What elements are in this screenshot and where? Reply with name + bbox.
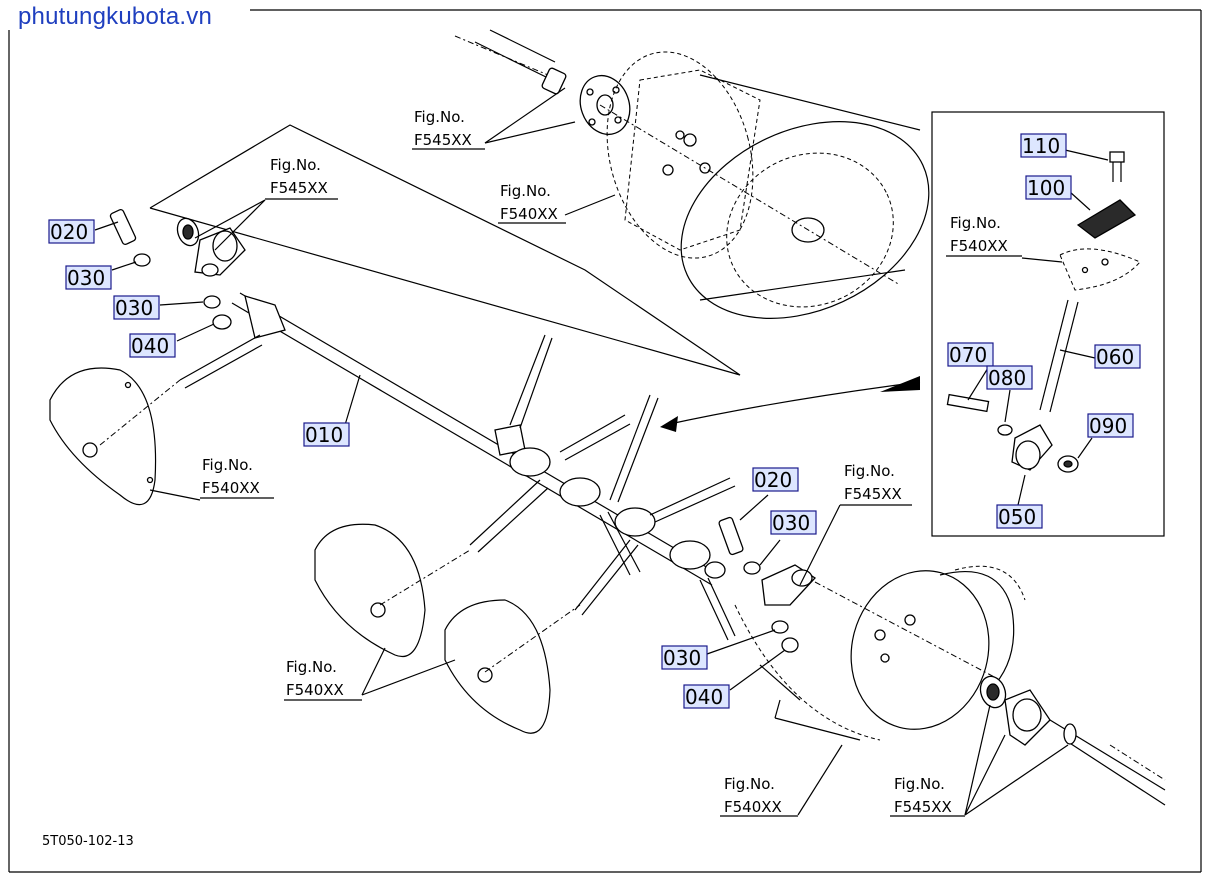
part-030-right-b[interactable]: 030: [663, 646, 701, 670]
main-shaft: [179, 292, 736, 641]
site-watermark: phutungkubota.vn: [18, 3, 213, 30]
fig-label-bottom-f540: Fig.No.: [724, 775, 775, 793]
right-bracket-assembly: [718, 516, 1001, 681]
part-030-right-a[interactable]: 030: [772, 511, 810, 535]
fig-label-left-f545: Fig.No.: [270, 156, 321, 174]
fig-label-bottom-f545: Fig.No.: [894, 775, 945, 793]
part-010[interactable]: 010: [305, 423, 343, 447]
fig-ref-inset-f540: F540XX: [950, 237, 1008, 255]
left-bracket-assembly: [109, 208, 246, 330]
part-100[interactable]: 100: [1027, 176, 1065, 200]
part-030-left-b[interactable]: 030: [115, 296, 153, 320]
part-110[interactable]: 110: [1022, 134, 1060, 158]
part-030-left-a[interactable]: 030: [67, 266, 105, 290]
fig-ref-mid-f540: F540XX: [286, 681, 344, 699]
mounting-plane: [149, 124, 741, 376]
detail-inset-box: [931, 111, 1165, 537]
fig-label-mid-f540: Fig.No.: [286, 658, 337, 676]
part-080[interactable]: 080: [988, 366, 1026, 390]
middle-shields: [314, 523, 581, 734]
part-060[interactable]: 060: [1096, 345, 1134, 369]
drawing-code: 5T050-102-13: [42, 834, 134, 849]
inset-parts: [946, 151, 1141, 473]
left-shield: [49, 367, 181, 506]
fig-label-top-f545: Fig.No.: [414, 108, 465, 126]
part-020-left[interactable]: 020: [50, 220, 88, 244]
fig-ref-bottom-f540: F540XX: [724, 798, 782, 816]
fig-label-inset-f540: Fig.No.: [950, 214, 1001, 232]
detail-arrow: [664, 381, 921, 426]
fig-ref-top-f545: F545XX: [414, 131, 472, 149]
part-020-right[interactable]: 020: [754, 468, 792, 492]
fig-ref-top-f540: F540XX: [500, 205, 558, 223]
part-090[interactable]: 090: [1089, 414, 1127, 438]
part-callouts: 020 030 030 040 010 020 030 030 040 110 …: [48, 133, 1141, 709]
fig-ref-right-f545: F545XX: [844, 485, 902, 503]
part-050[interactable]: 050: [998, 505, 1036, 529]
part-040-right[interactable]: 040: [685, 685, 723, 709]
fig-label-right-f545: Fig.No.: [844, 462, 895, 480]
fig-ref-left-f540: F540XX: [202, 479, 260, 497]
part-040-left[interactable]: 040: [131, 334, 169, 358]
fig-ref-bottom-f545: F545XX: [894, 798, 952, 816]
fig-ref-left-f545: F545XX: [270, 179, 328, 197]
bottom-disc-assembly: [734, 565, 1166, 806]
part-070[interactable]: 070: [949, 343, 987, 367]
fig-label-left-f540: Fig.No.: [202, 456, 253, 474]
top-disc-assembly: [454, 29, 930, 319]
fig-label-top-f540: Fig.No.: [500, 182, 551, 200]
